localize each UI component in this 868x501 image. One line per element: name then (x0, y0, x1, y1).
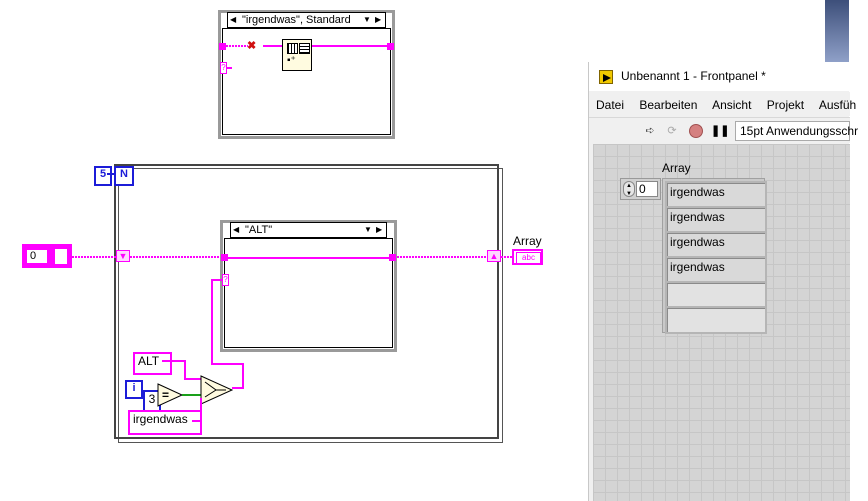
selector-wire-v2 (242, 363, 244, 388)
selector-wire-h2 (211, 363, 244, 365)
alt-string-constant[interactable]: ALT (133, 352, 172, 375)
menu-datei[interactable]: Datei (596, 98, 625, 112)
selector-left-arrow-icon[interactable]: ◀ (230, 15, 237, 24)
array-element-2[interactable]: irgendwas (665, 231, 767, 259)
inner-case-input-tunnel (221, 254, 228, 261)
front-panel-titlebar[interactable]: Unbenannt 1 - Frontpanel * (589, 62, 850, 91)
menu-bearbeiten[interactable]: Bearbeiten (639, 98, 698, 112)
top-case-selector-label: "irgendwas", Standard (242, 14, 351, 26)
select-function-icon (200, 375, 234, 405)
irgendwas-wire-h (192, 420, 202, 422)
loop-count-constant[interactable]: 5 (94, 166, 112, 186)
selector-wire-v1 (211, 279, 213, 364)
selector-dropdown-icon[interactable]: ▼ (363, 15, 371, 24)
array-element-1[interactable]: irgendwas (665, 206, 767, 234)
broken-wire-icon: ✖ (247, 40, 257, 52)
shift-register-right: ▲ (487, 250, 501, 262)
inner-selector-left-arrow-icon[interactable]: ◀ (233, 225, 240, 234)
top-case-wire-right (312, 45, 390, 47)
inner-case-structure[interactable] (220, 220, 397, 352)
array-element-0[interactable]: irgendwas (665, 181, 767, 209)
array-index-control[interactable]: ▲▼ 0 (620, 178, 661, 200)
abort-icon[interactable] (689, 124, 703, 138)
output-terminal-glyph: abc (516, 252, 541, 264)
inner-case-output-tunnel (389, 254, 396, 261)
equal-out-wire (182, 394, 202, 396)
inner-case-inner-frame (224, 238, 393, 348)
run-arrow-icon[interactable]: ➪ (645, 125, 655, 137)
alt-wire-h (162, 360, 186, 362)
loop-index-terminal: i (125, 380, 143, 399)
inner-case-selector-label: "ALT" (245, 224, 273, 236)
top-case-selector-wire (226, 67, 232, 69)
irgendwas-string-constant[interactable]: irgendwas (128, 410, 202, 435)
for-loop-resize-corner[interactable] (490, 430, 498, 438)
window-logo-icon (599, 70, 613, 84)
array-input-constant[interactable]: 0 (22, 244, 72, 268)
font-selector[interactable]: 15pt Anwendungsschr (735, 121, 858, 141)
inner-case-through-wire (228, 257, 393, 259)
array-element-text: irgendwas (670, 210, 725, 224)
menu-ausfuehren[interactable]: Ausfüh (818, 98, 857, 112)
array-index-display: 0 (26, 249, 48, 264)
toolbar: ➪ ⟳ ❚❚ 15pt Anwendungsschr (589, 117, 858, 143)
svg-text:=: = (162, 388, 169, 402)
irgendwas-wire-v (200, 398, 202, 422)
front-panel-window[interactable]: Unbenannt 1 - Frontpanel * Datei Bearbei… (588, 62, 858, 501)
inner-selector-right-arrow-icon[interactable]: ▶ (376, 225, 383, 234)
top-case-structure[interactable] (218, 10, 395, 139)
run-continuously-icon[interactable]: ⟳ (667, 125, 677, 137)
array-element-slot (54, 248, 68, 265)
select-out-wire (232, 387, 244, 389)
selector-wire-h1 (211, 279, 223, 281)
front-panel-canvas[interactable]: Array ▲▼ 0 irgendwas irgendwas irgendwas… (593, 144, 850, 501)
array-label: Array (662, 161, 691, 175)
output-array-terminal[interactable]: abc (512, 249, 543, 265)
array-element-text: irgendwas (670, 185, 725, 199)
top-case-selector[interactable]: ◀ "irgendwas", Standard ▼ ▶ (227, 12, 386, 28)
array-build-node-icon: ▪⁺ (282, 39, 312, 71)
pause-icon[interactable]: ❚❚ (711, 125, 730, 137)
array-index-value[interactable]: 0 (636, 181, 658, 197)
window-title: Unbenannt 1 - Frontpanel * (621, 69, 766, 83)
menu-bar: Datei Bearbeiten Ansicht Projekt Ausfüh (589, 92, 856, 116)
count-wire (107, 173, 115, 175)
menu-ansicht[interactable]: Ansicht (712, 98, 752, 112)
background-window-edge (825, 0, 849, 62)
inner-case-question-terminal: ? (222, 274, 229, 286)
inner-case-selector[interactable]: ◀ "ALT" ▼ ▶ (230, 222, 387, 238)
loop-count-terminal: N (114, 166, 134, 186)
for-loop-structure[interactable] (114, 164, 499, 439)
array-element-5[interactable] (665, 306, 767, 334)
block-diagram: ◀ "irgendwas", Standard ▼ ▶ ✖ ▪⁺ ? 5 N i… (22, 10, 543, 443)
alt-wire-h2 (184, 378, 204, 380)
shift-register-left: ▼ (116, 250, 130, 262)
array-element-4[interactable] (665, 281, 767, 309)
equal-function-icon: = (157, 383, 184, 407)
top-case-wire-mid (263, 45, 283, 47)
top-case-output-tunnel (387, 43, 394, 50)
menu-projekt[interactable]: Projekt (766, 98, 805, 112)
index-spinner-icon[interactable]: ▲▼ (623, 181, 635, 197)
output-wire (501, 256, 513, 258)
top-case-inner-frame (222, 28, 391, 135)
top-case-input-tunnel (219, 43, 226, 50)
array-element-3[interactable]: irgendwas (665, 256, 767, 284)
selector-right-arrow-icon[interactable]: ▶ (375, 15, 382, 24)
loop-wire-left (130, 256, 222, 258)
input-wire (72, 256, 117, 258)
array-element-text: irgendwas (670, 260, 725, 274)
loop-wire-right (397, 256, 487, 258)
alt-wire-v (184, 360, 186, 380)
top-case-wire-left (226, 45, 248, 47)
output-indicator-label: Array (513, 234, 542, 248)
array-element-text: irgendwas (670, 235, 725, 249)
inner-selector-dropdown-icon[interactable]: ▼ (364, 225, 372, 234)
for-loop-shadow (118, 168, 503, 443)
